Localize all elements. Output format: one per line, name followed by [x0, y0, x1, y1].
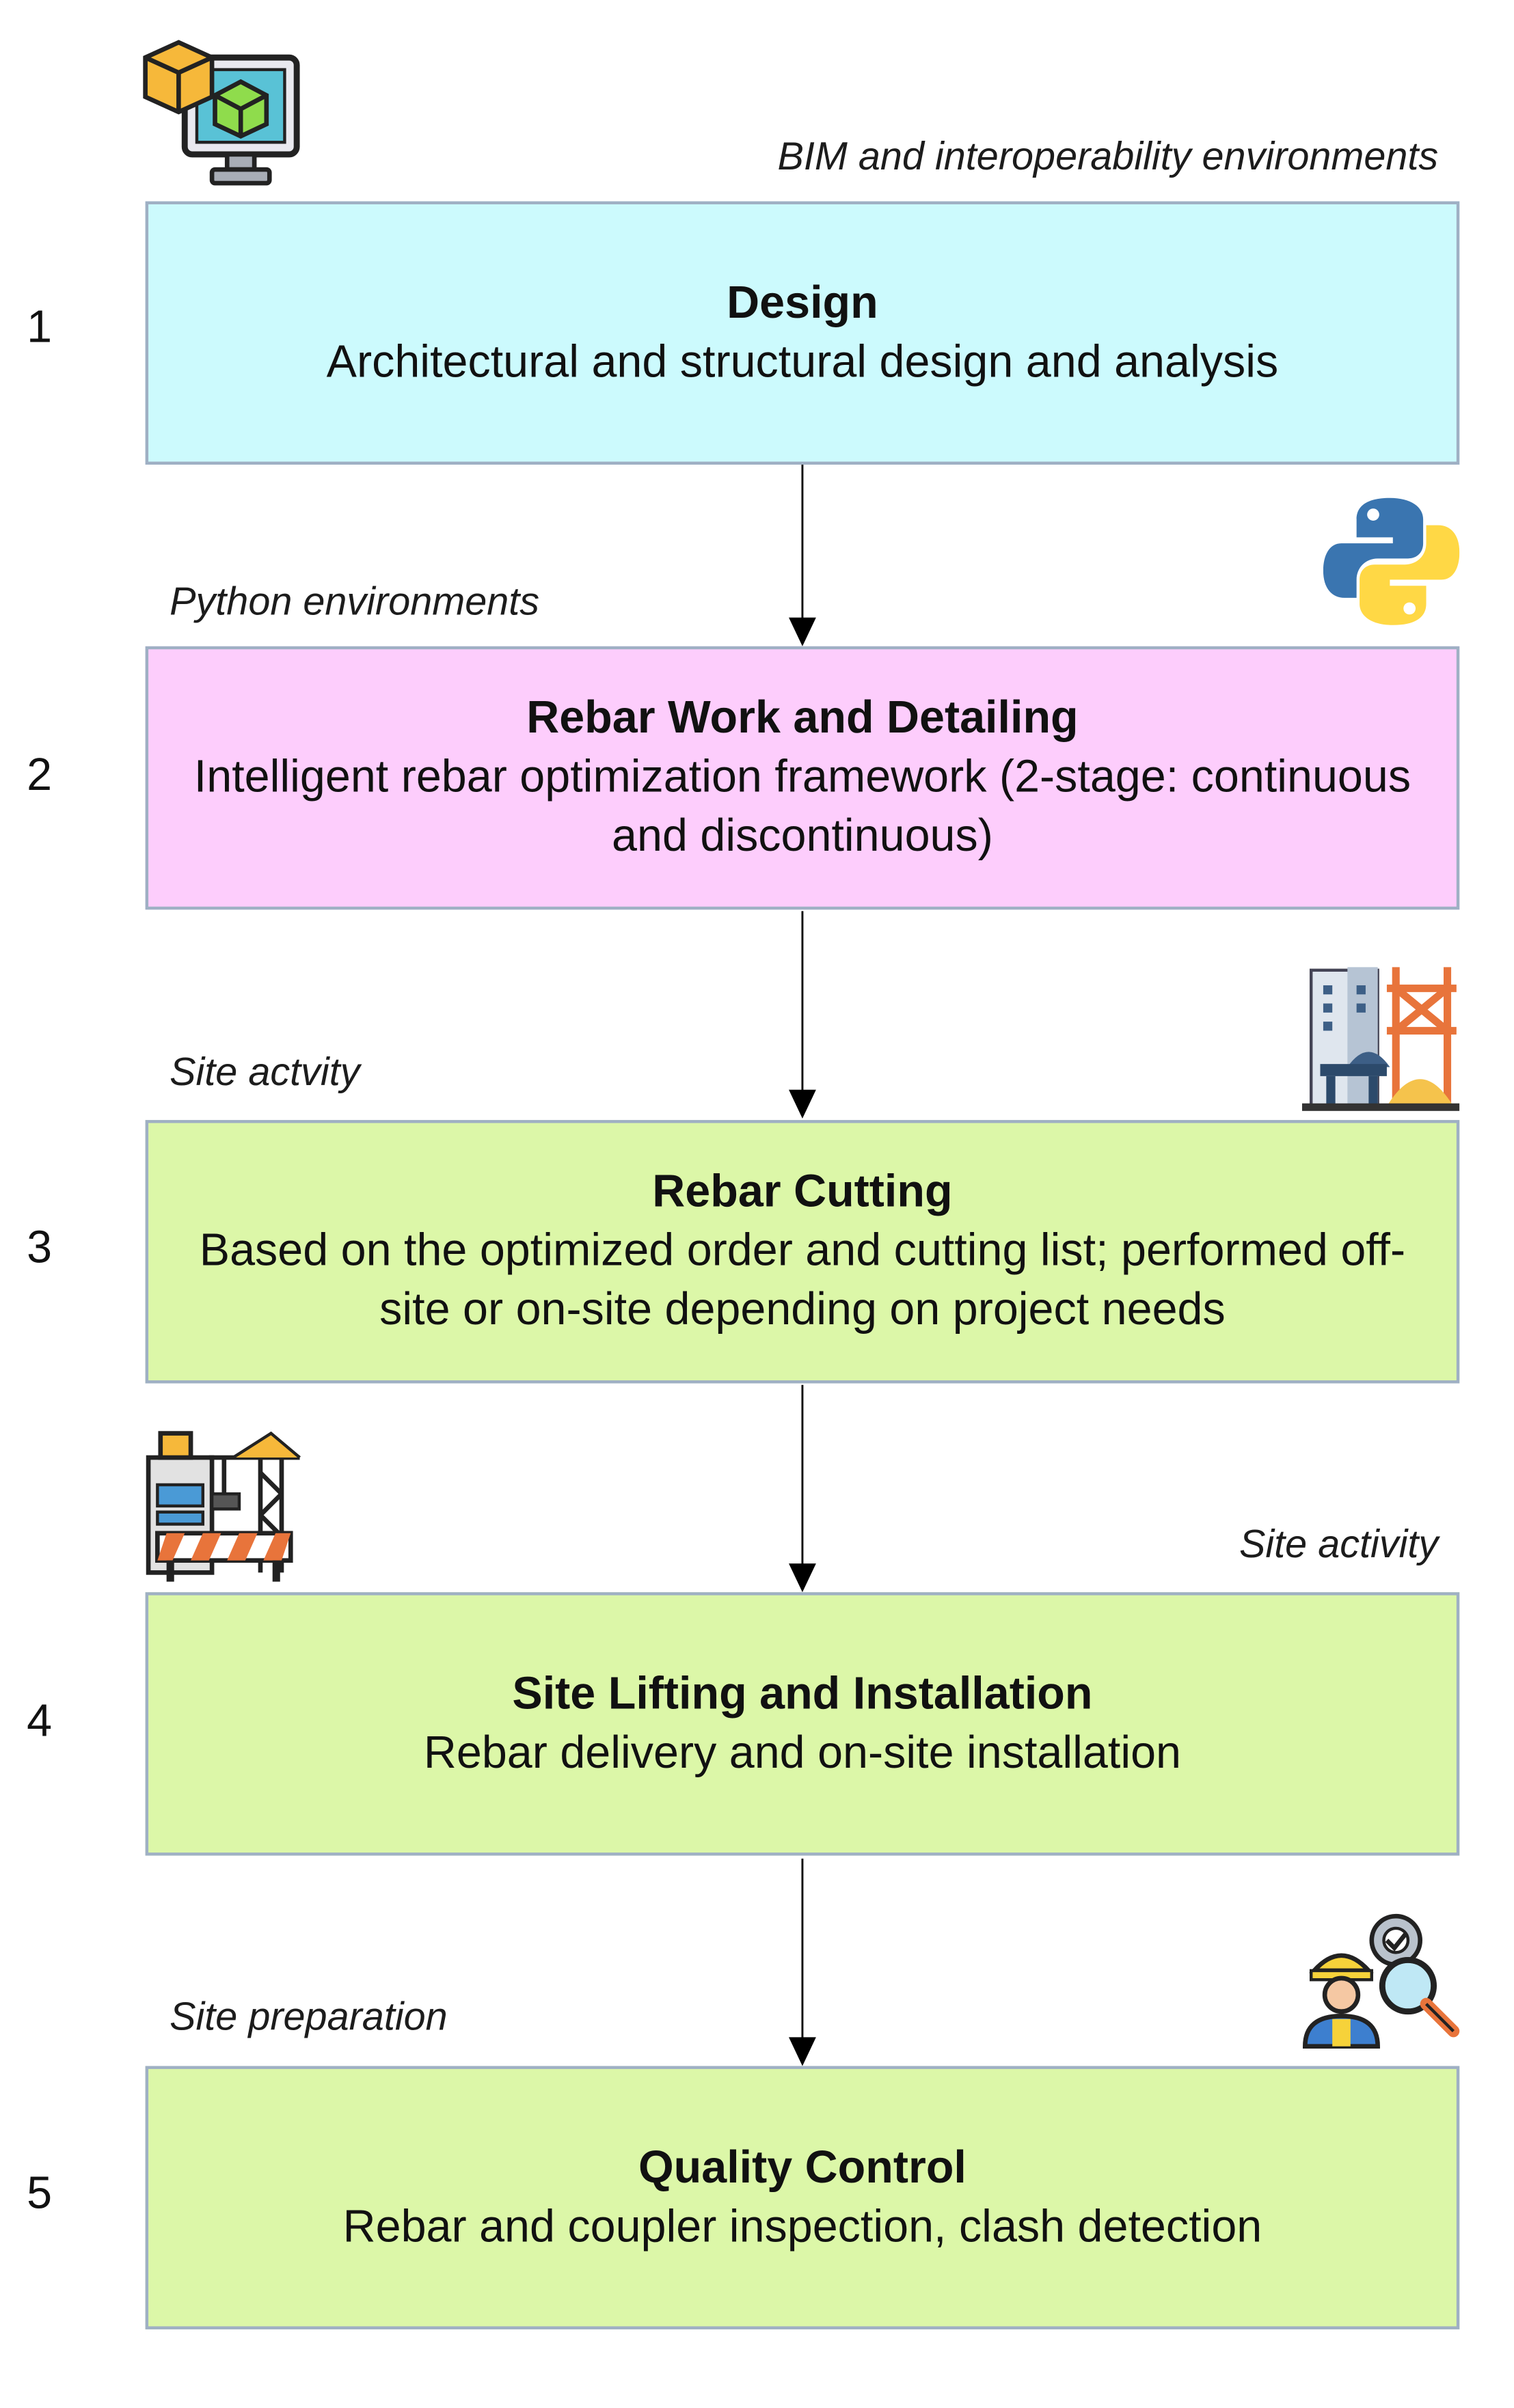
- arrowhead-4-5: [789, 2037, 816, 2066]
- step-5-box: Quality Control Rebar and coupler inspec…: [145, 2066, 1460, 2329]
- python-logo-icon: [1323, 497, 1460, 625]
- step-4-number: 4: [27, 1697, 53, 1747]
- crane-site-icon: [146, 1431, 301, 1582]
- bim-computer-icon: [143, 40, 300, 186]
- step-4-title: Site Lifting and Installation: [512, 1669, 1093, 1719]
- step-2-number: 2: [27, 750, 53, 801]
- step-5-title: Quality Control: [638, 2142, 966, 2193]
- arrowhead-3-4: [789, 1563, 816, 1593]
- step-2-description: Intelligent rebar optimization framework…: [193, 752, 1411, 862]
- construction-building-icon: [1301, 967, 1460, 1111]
- step-3-number: 3: [27, 1222, 53, 1273]
- inspector-icon: [1303, 1913, 1460, 2049]
- step-1-description: Architectural and structural design and …: [326, 336, 1279, 387]
- step-1-box: Design Architectural and structural desi…: [145, 201, 1460, 465]
- step-3-description: Based on the optimized order and cutting…: [199, 1226, 1406, 1335]
- step-2-environment: Python environments: [170, 578, 540, 624]
- step-3-box: Rebar Cutting Based on the optimized ord…: [145, 1120, 1460, 1384]
- step-2-title: Rebar Work and Detailing: [526, 693, 1079, 743]
- step-4-environment: Site activity: [1239, 1521, 1439, 1567]
- step-1-number: 1: [27, 302, 53, 353]
- step-5-environment: Site preparation: [170, 1993, 448, 2039]
- step-5-description: Rebar and coupler inspection, clash dete…: [342, 2201, 1262, 2252]
- step-2-box: Rebar Work and Detailing Intelligent reb…: [145, 646, 1460, 910]
- arrowhead-1-2: [789, 617, 816, 646]
- step-4-description: Rebar delivery and on-site installation: [423, 1727, 1182, 1778]
- arrowhead-2-3: [789, 1089, 816, 1119]
- step-3-environment: Site actvity: [170, 1048, 360, 1095]
- step-1-title: Design: [727, 277, 878, 328]
- step-1-environment: BIM and interoperability environments: [777, 133, 1439, 179]
- step-5-number: 5: [27, 2169, 53, 2219]
- step-3-title: Rebar Cutting: [652, 1166, 953, 1217]
- step-4-box: Site Lifting and Installation Rebar deli…: [145, 1592, 1460, 1856]
